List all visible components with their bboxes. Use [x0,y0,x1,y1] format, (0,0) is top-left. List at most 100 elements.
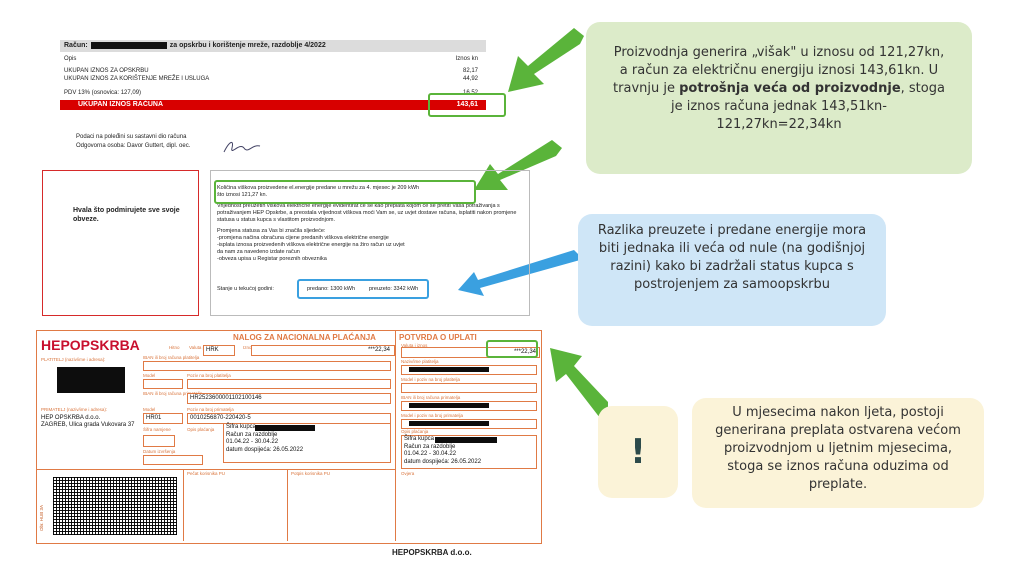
highlight-total [428,93,506,117]
field-label: IBAN ili broj računa primatelja [143,391,203,396]
notice-line: da nam za navedeno izdate račun [217,249,300,255]
iban-payer-field [143,361,391,371]
state-taken: preuzeto: 3342 kWh [369,286,419,292]
col-desc: Opis [64,56,77,62]
invoice-row: UKUPAN IZNOS ZA KORIŠTENJE MREŽE I USLUG… [64,75,482,83]
state-label: Stanje u tekućoj godini: [217,286,274,292]
field-label: Opis plaćanja [401,429,429,434]
recipient-name: HEP OPSKRBA d.o.o. [41,415,101,421]
field-label: Naziv/ime platitelja [401,359,439,364]
arrow-green-2 [474,140,562,190]
field-label: Poziv na broj platitelja [187,373,231,378]
field-label: Ovjera [401,471,415,476]
desc-line: Račun za razdoblje [404,443,456,450]
field-label: Model [143,407,156,412]
arrow-green-1 [508,28,584,92]
field-label: Model i poziv na broj platitelja [401,377,461,382]
bubble-text: Proizvodnja generira „višak" u iznosu od… [613,45,945,96]
redacted-receipt-iban [409,403,489,408]
invoice-row: PDV 13% (osnovica: 127,09)16,52 [64,89,482,97]
payer-label: PLATITELJ (naziv/ime i adresa): [41,357,106,362]
desc-line: Šifra kupca [404,436,435,442]
notice-line: -promjena načina obračuna cijene predani… [217,235,389,241]
model-payer-field [143,379,183,389]
field-label: Valuta i iznos [401,343,428,348]
info-bubble-green: Proizvodnja generira „višak" u iznosu od… [586,22,972,174]
slip-title: NALOG ZA NACIONALNA PLAĆANJA [233,333,376,342]
bubble-text-end: , stoga je iznos računa jednak 143,51kn-… [671,81,945,132]
info-bubble-yellow: U mjesecima nakon ljeta, postoji generir… [692,398,984,508]
redacted-payer [57,367,125,393]
invoice-summary: Račun: za opskrbu i korištenje mreže, raz… [60,40,490,120]
recipient-label: PRIMATELJ (naziv/ime i adresa): [41,407,108,412]
total-label: UKUPAN IZNOS RAČUNA [78,101,164,108]
field-label: IBAN ili broj računa primatelja [401,395,461,400]
payment-slip: HEPOPSKRBA NALOG ZA NACIONALNA PLAĆANJA … [36,330,542,544]
field-label: Hitno [169,345,180,350]
arrow-blue [458,250,580,296]
field-label: Šifra namjene [143,427,171,432]
hep-logo: HEPOPSKRBA [41,337,140,353]
arrow-green-3 [550,348,608,418]
redacted-block [90,41,167,49]
total-value: 143,61 [456,101,478,108]
receipt-model-field [401,383,537,393]
barcode-image [53,477,177,535]
info-bubble-blue: Razlika preuzete i predane energije mora… [578,214,886,326]
bubble-bold-text: potrošnja veća od proizvodnje [679,81,901,96]
highlight-receipt-amount [486,340,538,358]
field-label: Potpis korisnika PU [291,471,331,476]
redacted-receipt-ref [409,421,489,426]
redacted-customer [255,425,315,431]
notice-para: Promjena statusa za Vas bi značila sljed… [217,228,326,234]
invoice-total-bar: UKUPAN IZNOS RAČUNA 143,61 [60,100,486,110]
field-label: Poziv na broj primatelja [187,407,234,412]
purpose-field [143,435,175,447]
footer-line: Odgovorna osoba: Davor Guttert, dipl. oe… [76,143,191,149]
footer-line: Podaci na poleđini su sastavni dio račun… [76,134,187,140]
divider [183,469,184,541]
invoice-header: Račun: za opskrbu i korištenje mreže, raz… [60,40,486,52]
invoice-footer: Podaci na poleđini su sastavni dio račun… [76,133,190,151]
desc-line: Račun za razdoblje [226,431,278,438]
field-label: Datum izvršenja [143,449,176,454]
side-label: Obr. HUB 3A [39,504,44,531]
desc-line: 01.04.22 - 30.04.22 [404,451,457,457]
invoice-title-prefix: Račun: [64,42,88,49]
state-given: predano: 1300 kWh [307,286,356,292]
receipt-amount-field: ***22,34 [401,347,540,358]
field-label: Opis plaćanja [187,427,215,432]
desc-line: datum dospijeća: 26.05.2022 [404,458,482,465]
row-label: UKUPAN IZNOS ZA KORIŠTENJE MREŽE I USLUG… [64,76,210,82]
thanks-box: Hvala što podmirujete sve svoje obveze. [42,170,199,316]
redacted-receipt-payer [409,367,489,372]
warning-icon-box: ! [598,406,678,498]
row-label: PDV 13% (osnovica: 127,09) [64,90,142,96]
row-value: 82,17 [462,68,478,74]
notice-line: što iznosi 121,27 kn. [217,192,268,198]
amount-field: ***22,34 [251,345,395,356]
col-amount: Iznos kn [455,56,478,62]
divider [395,331,396,541]
receipt-title: POTVRDA O UPLATI [399,333,477,342]
currency-field: HRK [203,345,235,356]
ref-payer-field [187,379,391,389]
invoice-col-headers: Opis Iznos kn [64,55,482,63]
thanks-text: Hvala što podmirujete sve svoje obveze. [73,207,180,223]
notice-box: Količina viškova proizvedene el.energije… [210,170,530,316]
exclamation-icon: ! [630,432,646,472]
bubble-text: Razlika preuzete i predane energije mora… [597,223,867,292]
redacted-receipt-customer [435,437,497,443]
desc-line: 01.04.22 - 30.04.22 [226,439,279,445]
signature-image [223,142,261,153]
recipient-info: HEP OPSKRBA d.o.o. ZAGREB, Ulica grada V… [41,415,137,429]
divider [287,469,288,541]
notice-para: Vrijednost preuzetih viškova električne … [217,203,517,223]
recipient-addr: ZAGREB, Ulica grada Vukovara 37 [41,422,135,428]
notice-line: -obveza upisa u Registar poreznih obvezn… [217,256,327,262]
field-label: Iznos [243,345,254,350]
field-label: Model [143,373,156,378]
field-label: Pečat korisnika PU [187,471,226,476]
invoice-title-suffix: za opskrbu i korištenje mreže, razdoblje… [169,42,326,49]
